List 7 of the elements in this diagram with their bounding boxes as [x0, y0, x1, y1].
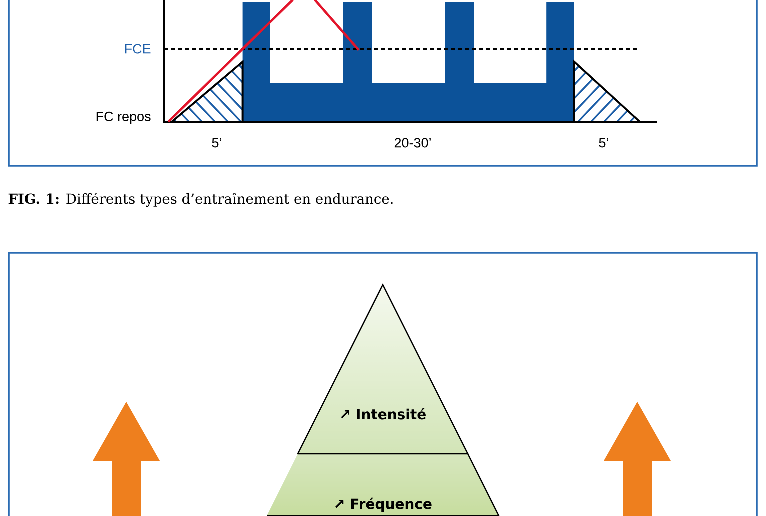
duration-label: 5’ — [212, 138, 222, 148]
axis-label: FCE — [125, 44, 151, 54]
duration-label: 20-30’ — [394, 138, 431, 148]
duration-label: 5’ — [599, 138, 608, 148]
figure-caption: FIG. 1: Différents types d’entraînement en endurance. — [8, 192, 393, 208]
pyramid-tier: ↗ Fréquence — [267, 453, 500, 516]
axis-label: FC repos — [96, 112, 151, 124]
